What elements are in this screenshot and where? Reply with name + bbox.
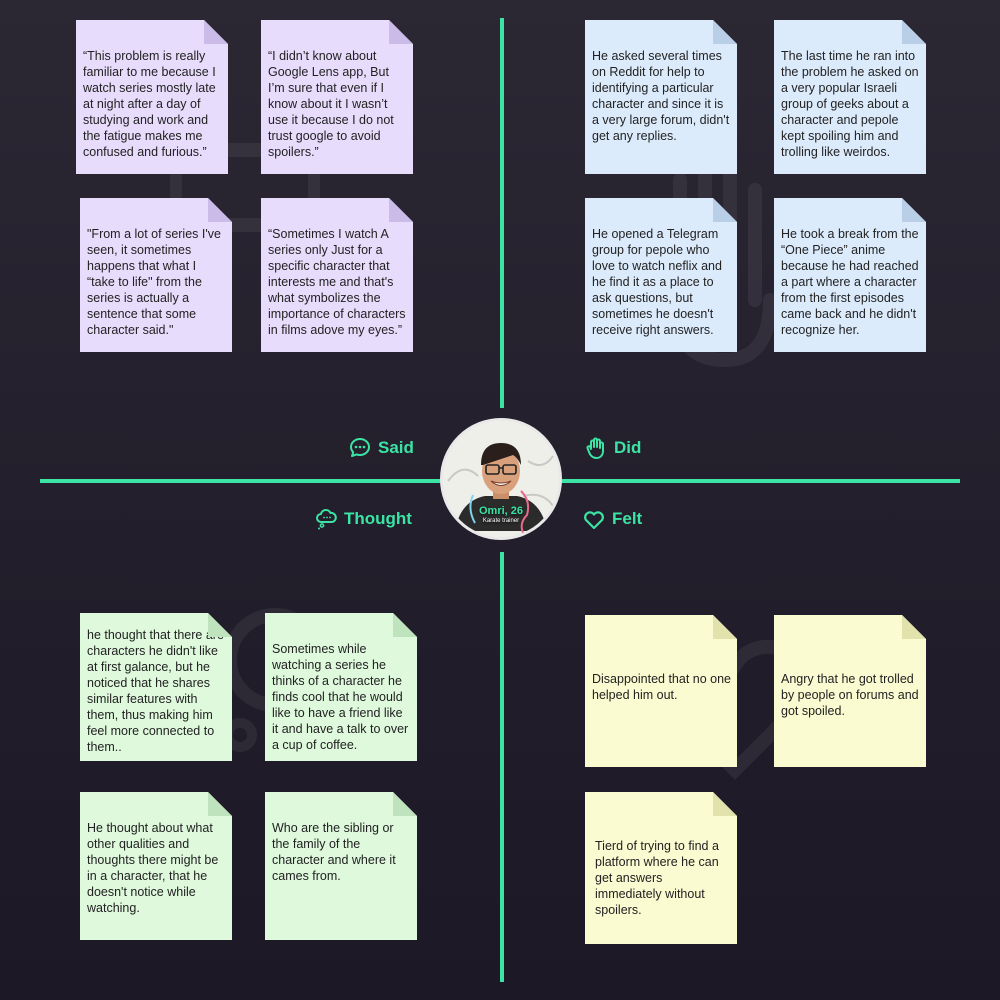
note-fold-corner — [204, 20, 228, 44]
felt-note: Tierd of trying to find a platform where… — [585, 792, 737, 944]
thought-note: Sometimes while watching a series he thi… — [265, 613, 417, 761]
felt-label-text: Felt — [612, 509, 643, 528]
note-fold-corner — [393, 613, 417, 637]
said-note: "From a lot of series I've seen, it some… — [80, 198, 232, 352]
note-fold-corner — [713, 615, 737, 639]
persona-portrait-icon — [443, 421, 559, 537]
vertical-axis-bottom-line — [500, 552, 504, 982]
persona-avatar: Omri, 26 Karate trainer — [440, 418, 562, 540]
note-fold-corner — [902, 615, 926, 639]
said-note: “This problem is really familiar to me b… — [76, 20, 228, 174]
said-label-text: Said — [378, 438, 414, 457]
heart-icon — [584, 511, 604, 530]
felt-note: Disappointed that no one helped him out. — [585, 615, 737, 767]
did-note: The last time he ran into the problem he… — [774, 20, 926, 174]
thought-label-text: Thought — [344, 509, 412, 528]
did-label: Did — [584, 436, 641, 460]
note-fold-corner — [713, 792, 737, 816]
persona-role: Karate trainer — [482, 518, 520, 524]
persona-name: Omri, 26 — [478, 505, 524, 517]
hand-icon — [586, 437, 604, 459]
felt-note: Angry that he got trolled by people on f… — [774, 615, 926, 767]
thought-cloud-icon — [316, 508, 337, 530]
did-note: He asked several times on Reddit for hel… — [585, 20, 737, 174]
note-fold-corner — [902, 198, 926, 222]
note-fold-corner — [389, 198, 413, 222]
note-fold-corner — [389, 20, 413, 44]
said-note: “I didn’t know about Google Lens app, Bu… — [261, 20, 413, 174]
did-label-text: Did — [614, 438, 642, 457]
note-fold-corner — [208, 792, 232, 816]
thought-label: Thought — [314, 507, 412, 531]
note-fold-corner — [713, 20, 737, 44]
speech-bubble-icon — [350, 438, 370, 457]
said-note: “Sometimes I watch A series only Just fo… — [261, 198, 413, 352]
thought-note: Who are the sibling or the family of the… — [265, 792, 417, 940]
thought-note: He thought about what other qualities an… — [80, 792, 232, 940]
said-label: Said — [348, 436, 414, 460]
did-note: He took a break from the “One Piece” ani… — [774, 198, 926, 352]
vertical-axis-top-line — [500, 18, 504, 408]
note-fold-corner — [902, 20, 926, 44]
thought-note: he thought that there are characters he … — [80, 613, 232, 761]
did-note: He opened a Telegram group for pepole wh… — [585, 198, 737, 352]
note-fold-corner — [393, 792, 417, 816]
felt-label: Felt — [582, 507, 642, 531]
